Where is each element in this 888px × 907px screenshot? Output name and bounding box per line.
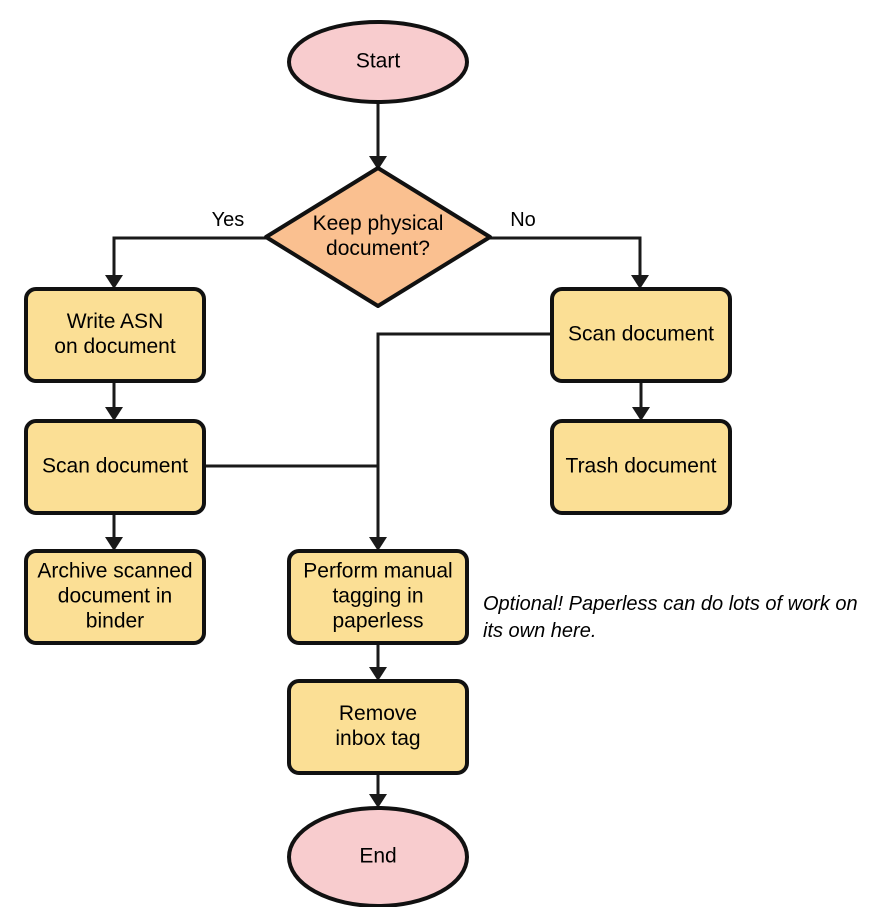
node-label-write-asn-on-document: on document — [54, 335, 176, 358]
process-shape — [550, 419, 732, 515]
node-label-scan-document-right: Scan document — [568, 323, 714, 346]
arrowhead-icon — [369, 156, 387, 170]
edge-scan-document-left-to-archive — [105, 513, 123, 551]
node-end[interactable]: End — [287, 806, 469, 907]
process-shape — [550, 287, 732, 383]
process-shape — [24, 549, 206, 645]
node-label-archive-scanned-document-in-binder: Archive scanned — [37, 560, 192, 583]
annotations-layer: Optional! Paperless can do lots of work … — [483, 593, 858, 642]
node-label-keep-physical-document: Keep physical — [313, 212, 444, 235]
process-shape — [24, 287, 206, 383]
edge-label-decision-no-to-scan-document-right: No — [510, 209, 536, 231]
arrowhead-icon — [369, 794, 387, 808]
arrowhead-icon — [369, 667, 387, 681]
node-label-archive-scanned-document-in-binder: binder — [86, 610, 144, 633]
node-label-perform-manual-tagging-in-paperless: tagging in — [332, 585, 423, 608]
annotation-line: Optional! Paperless can do lots of work … — [483, 593, 858, 615]
node-label-perform-manual-tagging-in-paperless: paperless — [332, 610, 423, 633]
node-label-perform-manual-tagging-in-paperless: Perform manual — [303, 560, 452, 583]
node-trash-document[interactable]: Trash document — [550, 419, 732, 515]
node-label-remove-inbox-tag: inbox tag — [335, 727, 420, 750]
edge-path — [490, 236, 642, 285]
node-label-write-asn-on-document: Write ASN — [67, 310, 163, 333]
arrowhead-icon — [105, 407, 123, 421]
edges-layer: Yes No — [105, 102, 650, 808]
edge-decision-no-to-scan-document-right: No — [490, 209, 649, 289]
decision-shape — [264, 166, 492, 308]
edge-start-to-decision — [369, 102, 387, 170]
arrowhead-icon — [369, 537, 387, 551]
node-scan-document-left[interactable]: Scan document — [24, 419, 206, 515]
node-scan-document-right[interactable]: Scan document — [550, 287, 732, 383]
edge-write-asn-to-scan-document-left — [105, 381, 123, 421]
edge-scan-document-right-to-trash — [632, 381, 650, 421]
node-start[interactable]: Start — [287, 20, 469, 104]
process-shape — [24, 419, 206, 515]
arrowhead-icon — [632, 407, 650, 421]
arrowhead-icon — [105, 275, 123, 289]
edge-path — [376, 332, 552, 547]
process-shape — [287, 549, 469, 645]
node-label-trash-document: Trash document — [566, 455, 717, 478]
edge-remove-inbox-tag-to-end — [369, 773, 387, 808]
terminator-shape — [287, 20, 469, 104]
annotation-line: its own here. — [483, 620, 596, 642]
node-label-keep-physical-document: document? — [326, 237, 430, 260]
process-shape — [287, 679, 469, 775]
arrowhead-icon — [631, 275, 649, 289]
annotation-optional-note: Optional! Paperless can do lots of work … — [483, 593, 858, 642]
edge-scan-document-right-to-tagging — [369, 332, 552, 551]
edge-path — [112, 236, 266, 285]
node-label-end: End — [359, 845, 396, 868]
node-label-start: Start — [356, 50, 401, 73]
node-label-archive-scanned-document-in-binder: document in — [58, 585, 172, 608]
node-label-remove-inbox-tag: Remove — [339, 702, 417, 725]
terminator-shape — [287, 806, 469, 907]
edge-decision-yes-to-write-asn: Yes — [105, 209, 266, 289]
edge-label-decision-yes-to-write-asn: Yes — [212, 209, 245, 231]
node-label-scan-document-left: Scan document — [42, 455, 188, 478]
arrowhead-icon — [105, 537, 123, 551]
edge-tagging-to-remove-inbox-tag — [369, 643, 387, 681]
